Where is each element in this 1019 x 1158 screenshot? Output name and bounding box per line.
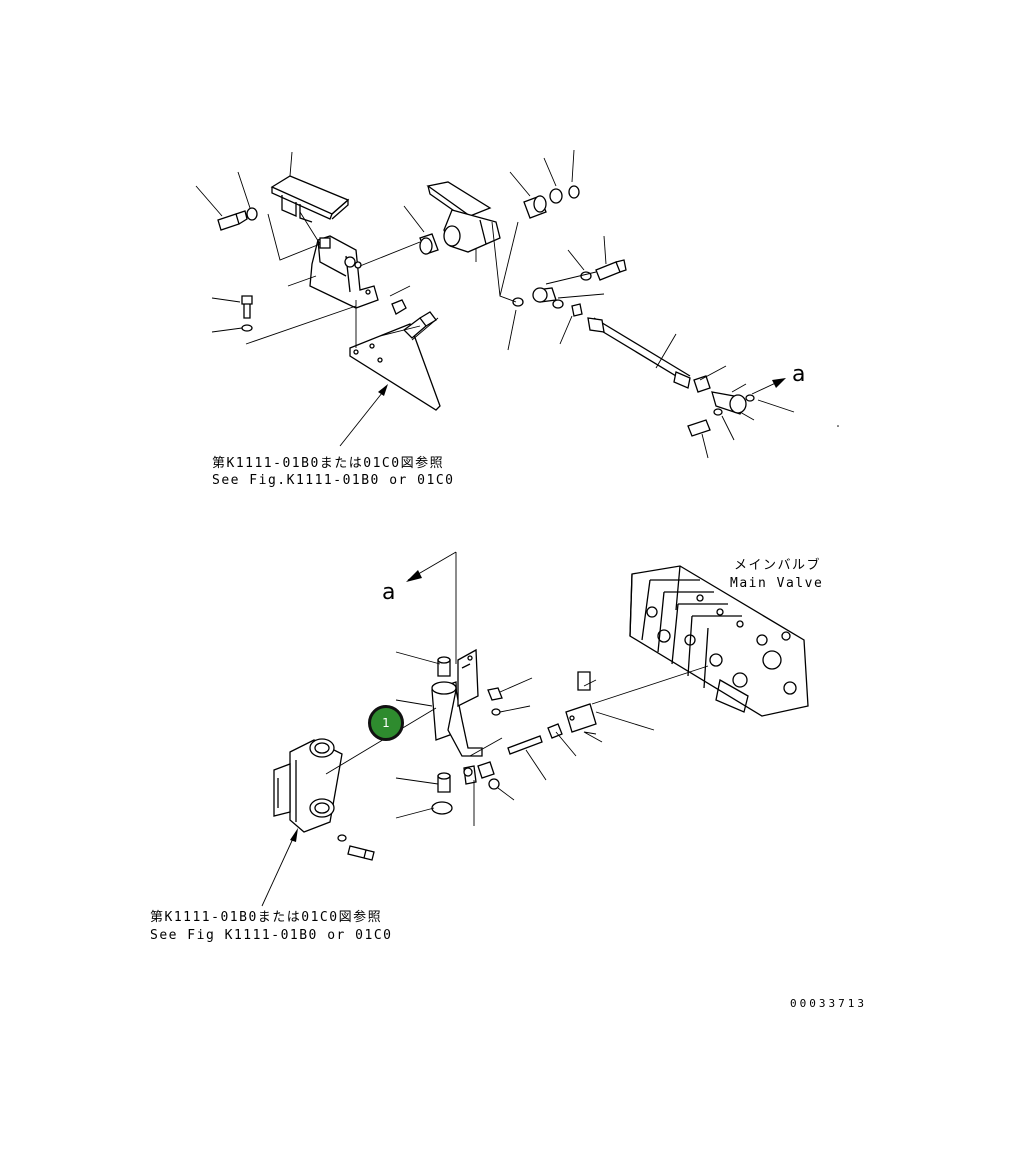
left-pedal-pad: [270, 175, 350, 223]
bolt-plate: [403, 311, 437, 339]
ref-label-top-jp: 第K1111-01B0または01C0図参照: [212, 456, 445, 471]
washer-lever: [491, 708, 501, 716]
right-pedal: [426, 181, 501, 253]
part-callout-1[interactable]: 1: [368, 705, 404, 741]
left-pedal-bracket: [309, 235, 379, 309]
connector-letter-bottom: a: [382, 580, 396, 605]
bushing-right: [523, 195, 547, 219]
bottom-mount-bracket: [273, 738, 343, 833]
main-valve-label-jp: メインバルブ: [734, 558, 822, 573]
main-valve-label-en: Main Valve: [730, 576, 824, 591]
bushing-upper: [437, 656, 451, 677]
connector-arrow-bottom: [406, 551, 457, 664]
ref-arrow-bottom: [261, 828, 298, 907]
bolt-top-right: [580, 259, 627, 281]
bolt-left-top: [217, 207, 258, 231]
ring-1: [549, 188, 563, 204]
leader-lines-top: [195, 149, 839, 459]
lever: [431, 648, 483, 757]
ref-label-bottom-jp: 第K1111-01B0または01C0図参照: [150, 910, 383, 925]
ball-joint: [463, 761, 500, 790]
ref-label-top-en: See Fig.K1111-01B0 or 01C0: [212, 473, 455, 488]
bolt-bottom: [337, 834, 375, 861]
leader-lines-bottom: [325, 651, 709, 826]
rod-end-upper: [512, 287, 583, 317]
connector-letter-top: a: [792, 362, 806, 387]
mount-plate: [349, 323, 441, 411]
stud-bolt: [507, 723, 563, 755]
washer-lower: [431, 801, 453, 815]
control-rod: [587, 317, 691, 389]
rod-end-lower: [687, 375, 755, 437]
nut-bracket: [391, 299, 407, 315]
ref-label-bottom-en: See Fig K1111-01B0 or 01C0: [150, 928, 393, 943]
drawing-code: 00033713: [790, 997, 867, 1010]
ref-arrow-top: [339, 384, 388, 447]
main-valve: [629, 565, 809, 717]
ring-2: [568, 185, 580, 199]
bushing-lower: [437, 772, 451, 793]
nut-lever: [487, 687, 503, 701]
link-block: [565, 671, 597, 733]
bolt-left-mid: [241, 295, 253, 332]
bushing-left: [419, 233, 439, 255]
connector-arrow-top: [751, 378, 786, 395]
